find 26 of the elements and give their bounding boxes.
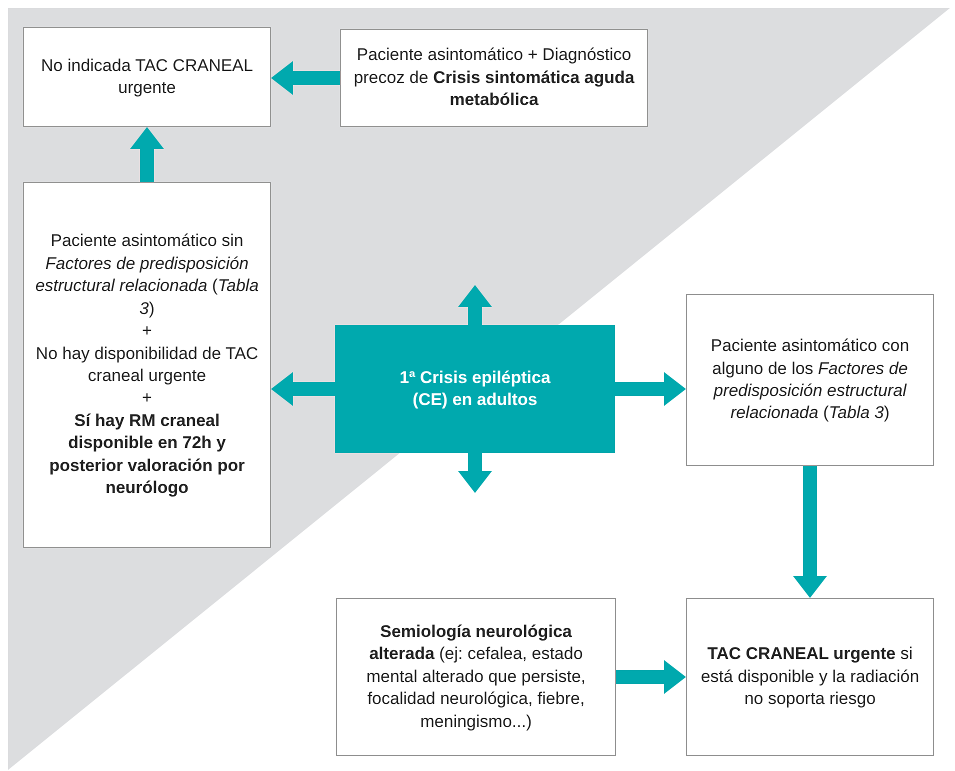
node-text: Paciente asintomático con alguno de los Factores de predisposición estructural relacionada (Tabla 3): [710, 335, 910, 424]
block-arrow: [271, 61, 340, 95]
block-arrow: [130, 127, 164, 182]
process-box: [23, 27, 271, 127]
node-text: +: [142, 387, 152, 410]
block-arrow: [271, 372, 335, 406]
block-arrow: [616, 660, 686, 694]
node-text: Sí hay RM craneal disponible en 72h y posterior valoración por neurólogo: [48, 410, 246, 500]
block-arrow: [458, 453, 492, 493]
start-box: [335, 325, 615, 453]
node-text: Paciente asintomático + Diagnóstico precoz de Crisis sintomática aguda metabólica: [352, 44, 636, 112]
process-box: [23, 182, 271, 548]
node-text: No hay disponibilidad de TAC craneal urgente: [34, 342, 260, 387]
node-text: +: [142, 320, 152, 342]
process-box: [336, 598, 616, 756]
node-text: No indicada TAC CRANEAL urgente: [40, 54, 254, 99]
node-text: 1ª Crisis epiléptica (CE) en adultos: [398, 366, 552, 411]
block-arrow: [793, 466, 827, 598]
process-box: [340, 29, 648, 127]
node-text: Paciente asintomático sin Factores de predisposición estructural relacionada (Tabla 3): [34, 230, 260, 320]
process-box: [686, 598, 934, 756]
block-arrow: [615, 372, 686, 406]
block-arrow: [458, 285, 492, 325]
node-text: Semiología neurológica alterada (ej: cefalea, estado mental alterado que persiste, focalidad neurológica, fiebre, meningismo...): [365, 620, 587, 733]
process-box: [686, 294, 934, 466]
node-text: TAC CRANEAL urgente si está disponible y la radiación no soporta riesgo: [700, 643, 920, 710]
